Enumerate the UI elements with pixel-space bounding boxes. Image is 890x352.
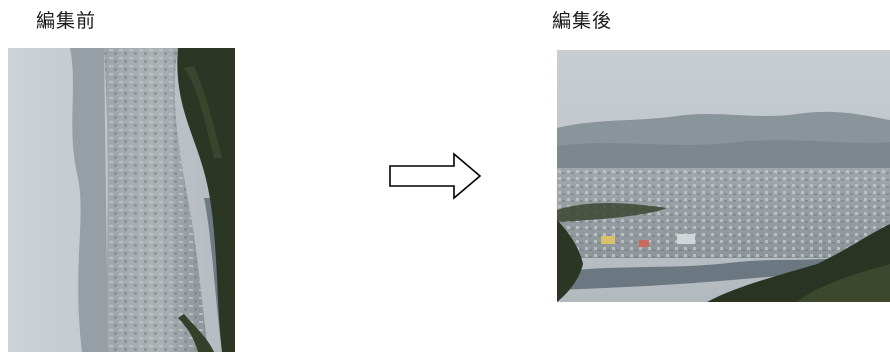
after-label: 編集後	[552, 10, 613, 32]
right-arrow-icon	[388, 150, 484, 202]
before-photo	[8, 48, 235, 352]
after-photo	[557, 50, 890, 302]
before-label: 編集前	[36, 10, 97, 32]
